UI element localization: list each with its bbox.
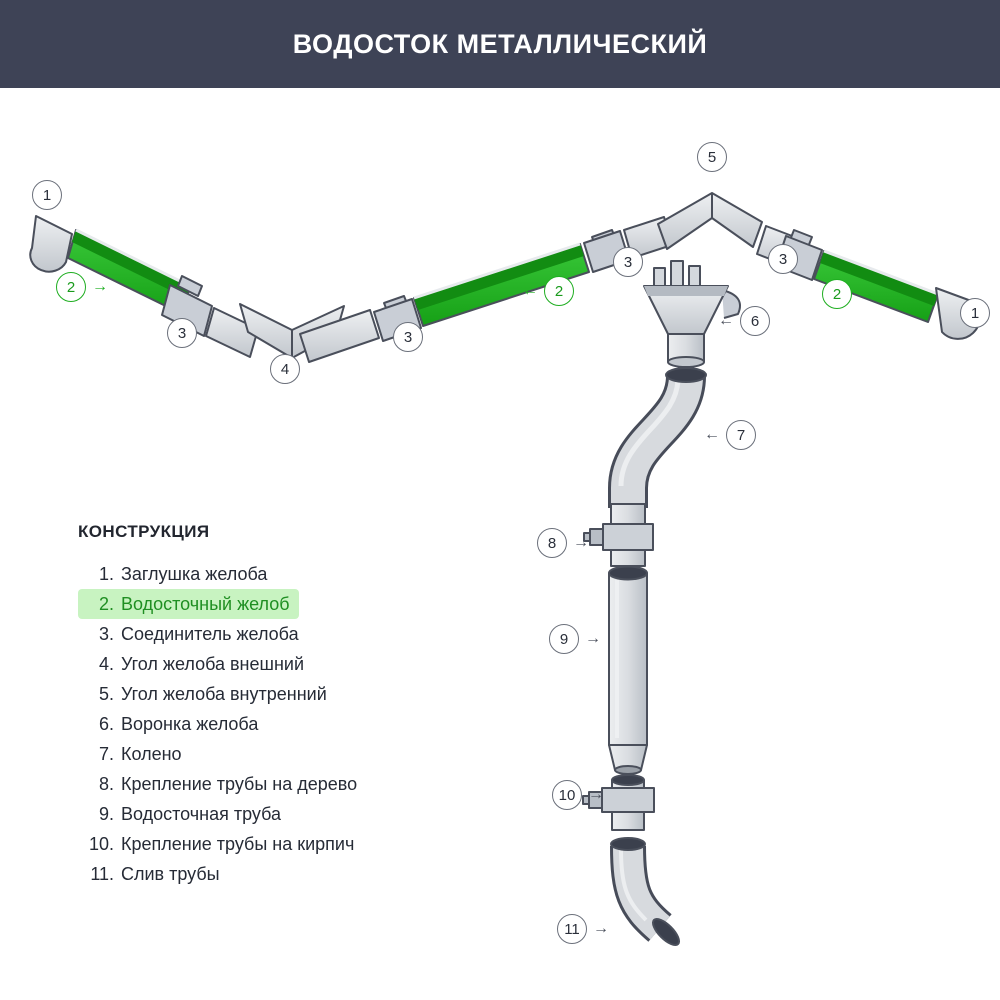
gutter-connector-mid-left <box>373 295 422 342</box>
legend-item-label: Крепление трубы на кирпич <box>121 833 355 854</box>
elbow <box>608 367 707 508</box>
legend-item-number: 7. <box>98 743 114 764</box>
legend-item-number: 8. <box>98 773 114 794</box>
legend-item-number: 4. <box>98 653 114 674</box>
legend-item-number: 3. <box>98 623 114 644</box>
legend-item-label: Колено <box>121 743 182 764</box>
gutter-segment-left <box>205 307 259 358</box>
legend-item-label: Угол желоба внутренний <box>121 683 327 704</box>
corner-inner <box>657 192 763 250</box>
downpipe <box>608 565 648 775</box>
gutter-segment-mid-left <box>299 309 380 363</box>
legend-item: 10. Крепление трубы на кирпич <box>78 829 363 859</box>
funnel <box>643 260 741 368</box>
legend-item-label: Водосточная труба <box>121 803 282 824</box>
legend: КОНСТРУКЦИЯ 1. Заглушка желоба 2. Водосточн… <box>78 522 458 889</box>
end-cap-left <box>29 215 73 273</box>
gutter-connector-left <box>161 275 213 337</box>
legend-item: 1. Заглушка желоба <box>78 559 276 589</box>
legend-item: 6. Воронка желоба <box>78 709 267 739</box>
legend-item-number: 1. <box>98 563 114 584</box>
legend-item: 5. Угол желоба внутренний <box>78 679 336 709</box>
pipe-mount-wood <box>583 503 654 567</box>
pipe-mount-brick <box>582 774 655 831</box>
legend-item-number: 9. <box>98 803 114 824</box>
legend-item-number: 6. <box>98 713 114 734</box>
end-cap-right <box>935 287 981 340</box>
legend-item: 9. Водосточная труба <box>78 799 290 829</box>
legend-item-label: Водосточный желоб <box>121 593 290 614</box>
legend-item-label: Угол желоба внешний <box>121 653 304 674</box>
header: ВОДОСТОК МЕТАЛЛИЧЕСКИЙ <box>0 0 1000 88</box>
legend-item-label: Воронка желоба <box>121 713 259 734</box>
legend-item-label: Крепление трубы на дерево <box>121 773 358 794</box>
legend-item: 8. Крепление трубы на дерево <box>78 769 366 799</box>
legend-item-number: 2. <box>98 593 114 614</box>
legend-item-number: 5. <box>98 683 114 704</box>
gutter-connector-mid-right <box>583 229 630 273</box>
legend-item-label: Заглушка желоба <box>121 563 268 584</box>
legend-title: КОНСТРУКЦИЯ <box>78 522 210 541</box>
gutter-middle <box>413 242 590 327</box>
legend-item-number: 11. <box>90 863 114 884</box>
legend-item: 2. Водосточный желоб <box>78 589 299 619</box>
legend-item: 11. Слив трубы <box>78 859 229 889</box>
legend-item: 7. Колено <box>78 739 191 769</box>
page-title: ВОДОСТОК МЕТАЛЛИЧЕСКИЙ <box>292 28 708 59</box>
legend-item-number: 10. <box>88 833 114 854</box>
legend-item-label: Слив трубы <box>121 863 220 884</box>
pipe-outlet <box>610 837 680 946</box>
legend-item: 4. Угол желоба внешний <box>78 649 313 679</box>
legend-item: 3. Соединитель желоба <box>78 619 308 649</box>
legend-item-label: Соединитель желоба <box>121 623 299 644</box>
legend-list: 1. Заглушка желоба 2. Водосточный желоб 3. Со… <box>78 559 458 889</box>
gutter-right <box>813 249 939 323</box>
